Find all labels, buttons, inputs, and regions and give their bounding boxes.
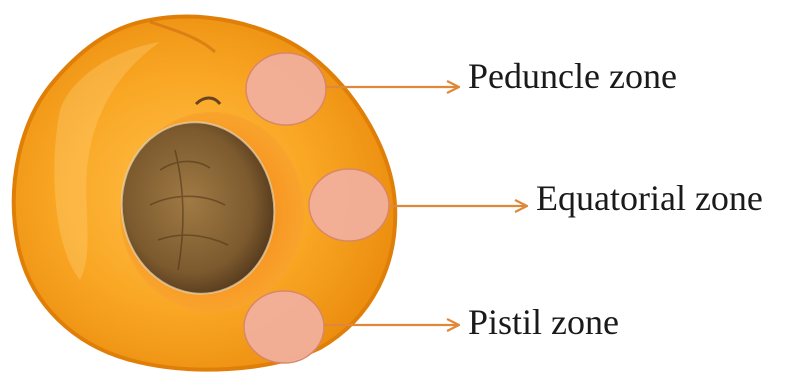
peduncle-zone-label: Peduncle zone [468, 58, 677, 94]
equatorial-zone-label: Equatorial zone [536, 180, 763, 216]
equatorial-zone-marker [309, 169, 389, 241]
pistil-zone-label: Pistil zone [468, 304, 619, 340]
pistil-zone-marker [244, 291, 324, 363]
peduncle-zone-marker [246, 53, 326, 125]
